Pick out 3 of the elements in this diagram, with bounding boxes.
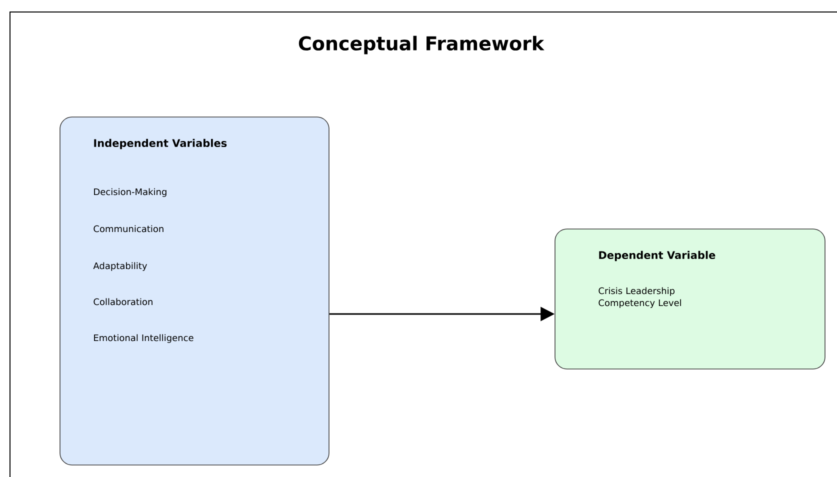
variable-box: Independent Variables Decision-Making Communication Adaptability Collaboration Emotional Intelligence (60, 116, 330, 466)
variable-box: Dependent Variable Crisis Leadership Competency Level (554, 228, 826, 370)
title: Conceptual Framework (298, 36, 544, 54)
